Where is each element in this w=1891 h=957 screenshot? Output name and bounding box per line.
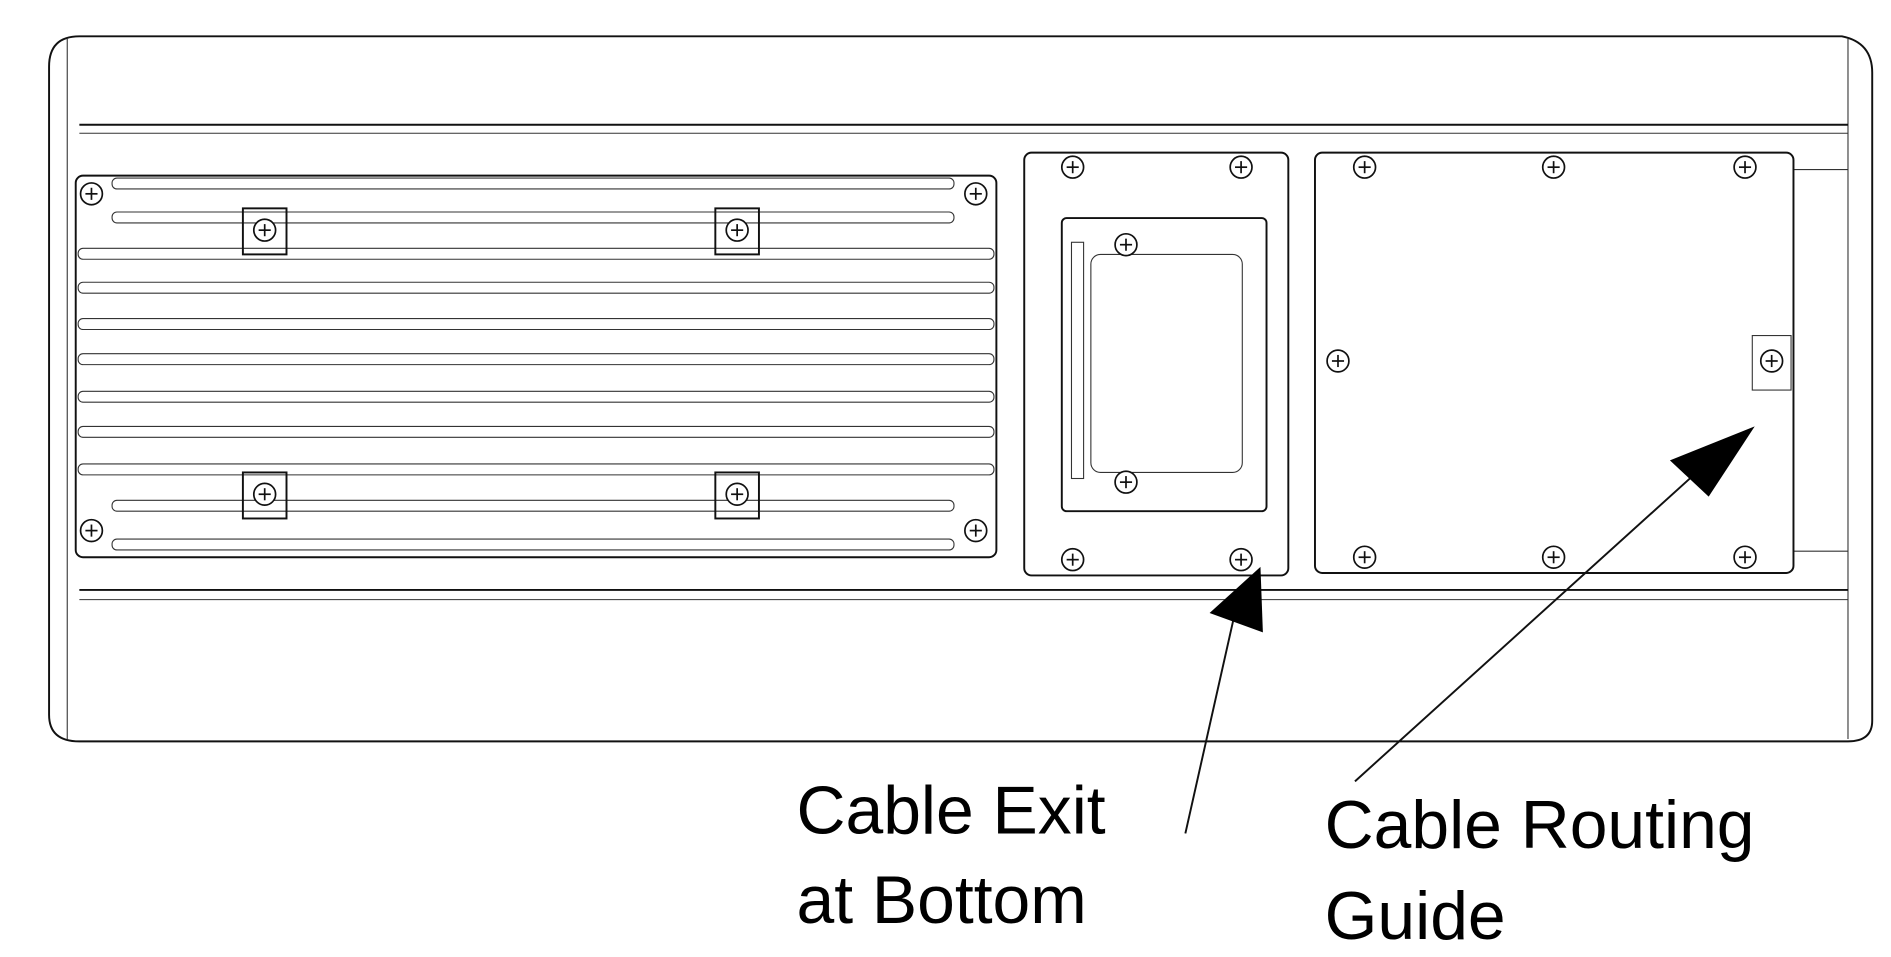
cable-exit-label-line1: Cable Exit (796, 773, 1105, 848)
vent-clip (241, 471, 288, 520)
cable-exit-panel (1023, 151, 1290, 577)
screw-icon (79, 518, 104, 543)
vent-slot (77, 247, 995, 260)
screw-icon (1733, 155, 1757, 179)
screw-icon (1060, 547, 1085, 572)
vent-slot (77, 425, 995, 438)
screw-icon (725, 218, 749, 242)
screw-icon (725, 482, 749, 506)
vent-slot (111, 211, 955, 224)
vent-clip (241, 207, 288, 256)
screw-icon (1326, 349, 1350, 373)
screw-icon (1733, 545, 1757, 569)
vent-clip (714, 207, 760, 256)
cable-routing-label-line2: Guide (1325, 879, 1506, 954)
cable-routing-panel (1314, 151, 1795, 574)
screw-icon (79, 182, 104, 206)
arrow-cable-exit (1184, 566, 1263, 834)
vent-panel (74, 174, 998, 559)
cable-exit-label-line2: at Bottom (796, 863, 1086, 938)
vent-slot (111, 177, 955, 190)
screw-icon (1352, 545, 1377, 569)
screw-icon (964, 182, 988, 206)
screw-icon (1060, 155, 1085, 179)
screw-icon (1541, 155, 1566, 179)
vent-slot (77, 353, 995, 366)
vent-slot (77, 463, 995, 476)
screw-icon (1114, 470, 1138, 494)
vent-clip (714, 471, 760, 520)
screw-icon (964, 518, 988, 543)
screw-icon (252, 482, 277, 506)
vent-slot (111, 538, 955, 551)
enclosure-body (48, 35, 1874, 743)
screw-icon (1759, 349, 1784, 373)
screw-icon (1114, 232, 1138, 257)
vent-slot (77, 281, 995, 294)
vent-slot (77, 390, 995, 403)
vent-slot (77, 318, 995, 331)
screws (79, 155, 1784, 572)
screw-icon (252, 218, 277, 242)
screw-icon (1541, 545, 1566, 569)
screw-icon (1352, 155, 1377, 179)
arrow-cable-routing (1354, 426, 1755, 783)
screw-icon (1229, 155, 1253, 179)
cable-routing-label-line1: Cable Routing (1325, 788, 1755, 863)
screw-icon (1229, 547, 1253, 572)
vent-slot (111, 499, 955, 512)
